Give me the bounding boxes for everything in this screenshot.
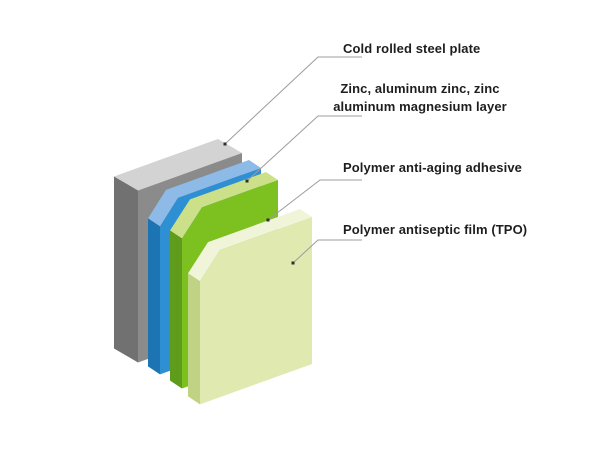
tpo-top-face: [188, 209, 312, 282]
tpo-callout-dot: [291, 261, 295, 265]
zinc-top-face: [148, 160, 261, 227]
tpo-front-face: [200, 217, 312, 405]
zinc-callout-line: [246, 115, 362, 182]
layer-label-tpo: Polymer antiseptic film (TPO): [343, 222, 528, 237]
layer-label-adhesive: Polymer anti-aging adhesive: [343, 160, 522, 175]
tpo-side-face: [188, 273, 200, 405]
layer-label-zinc-line1: Zinc, aluminum zinc, zinc: [340, 81, 500, 96]
layer-label-steel: Cold rolled steel plate: [343, 41, 481, 56]
steel-side-face: [114, 176, 138, 363]
zinc-side-face: [148, 218, 160, 375]
adhesive-side-face: [170, 230, 182, 389]
zinc-callout-dot: [245, 179, 249, 183]
adhesive-top-face: [170, 172, 278, 239]
layer-label-zinc-line2: aluminum magnesium layer: [333, 99, 507, 114]
layer-label-zinc: Zinc, aluminum zinc, zinc aluminum magne…: [330, 80, 510, 116]
steel-callout-line: [224, 56, 362, 145]
tpo-callout-line: [292, 239, 362, 264]
adhesive-callout-line: [267, 179, 362, 221]
adhesive-callout-dot: [266, 218, 270, 222]
steel-callout-dot: [223, 142, 227, 146]
steel-top-face: [114, 139, 242, 191]
